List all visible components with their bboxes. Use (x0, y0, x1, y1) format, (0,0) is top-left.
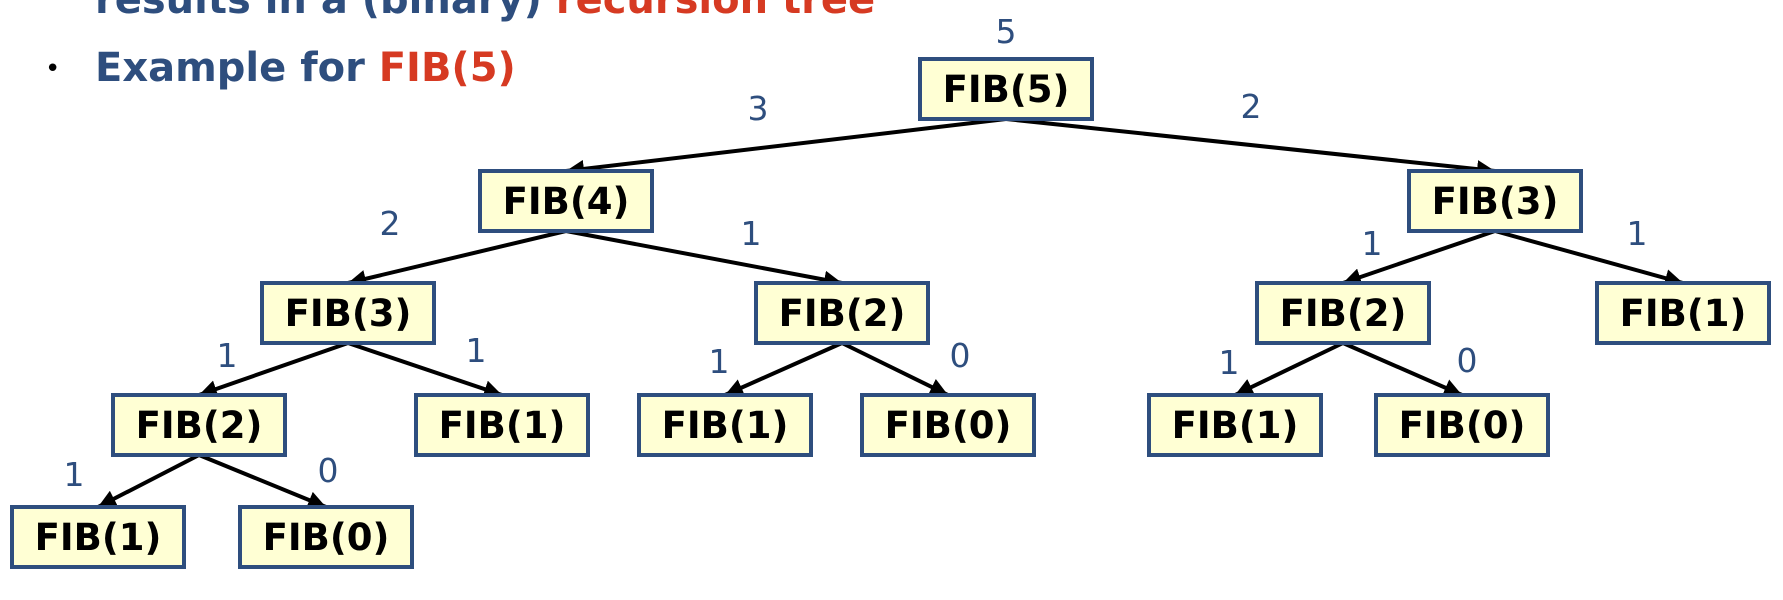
tree-node: FIB(1) (414, 393, 590, 457)
tree-node: FIB(0) (860, 393, 1036, 457)
edge-return-value: 0 (318, 451, 339, 490)
edge-return-value: 1 (1627, 214, 1648, 253)
node-box (1407, 169, 1583, 233)
edge-return-value: 1 (1362, 224, 1383, 263)
tree-node: FIB(1) (10, 505, 186, 569)
tree-node: FIB(2) (111, 393, 287, 457)
node-label: FIB(1) (662, 404, 789, 447)
example-text: Example for (95, 45, 379, 91)
node-label: FIB(0) (1399, 404, 1526, 447)
node-box (1255, 281, 1431, 345)
node-label: FIB(4) (503, 180, 630, 223)
node-label: FIB(1) (35, 516, 162, 559)
tree-edges: 3 2 2 1 1 1 1 1 1 0 1 0 1 0 (64, 87, 1684, 509)
tree-edge-arrow (1342, 341, 1463, 397)
tree-edge-arrow (97, 453, 200, 509)
tree-edge-arrow (347, 229, 567, 288)
tree-edge-arrow (565, 229, 843, 289)
tree-node: FIB(2) (1255, 281, 1431, 345)
node-box (860, 393, 1036, 457)
tree-edge-arrow (565, 117, 1007, 178)
edge-return-value: 1 (466, 331, 487, 370)
tree-node: FIB(3) (260, 281, 436, 345)
tree-edge-arrow (1234, 341, 1344, 397)
node-box (1374, 393, 1550, 457)
edge-return-value: 1 (1219, 343, 1240, 382)
edge-return-value: 1 (64, 455, 85, 494)
tree-edge-arrow (841, 341, 949, 397)
edge-return-value: 2 (1241, 87, 1262, 126)
node-box (260, 281, 436, 345)
node-box (637, 393, 813, 457)
edge-return-value: 0 (950, 336, 971, 375)
example-highlight: FIB(5) (378, 45, 516, 91)
tree-node: FIB(5) (918, 57, 1094, 121)
edge-return-value: 2 (380, 204, 401, 243)
tree-edge-arrow (1494, 229, 1684, 287)
edge-return-value: 1 (217, 336, 238, 375)
slide-heading-partial: results in a (binary) recursion tree (95, 0, 875, 23)
edge-return-value: 1 (741, 214, 762, 253)
node-box (918, 57, 1094, 121)
tree-edge-arrow (198, 341, 349, 398)
tree-edge-arrow (198, 453, 327, 509)
node-box (111, 393, 287, 457)
tree-node: FIB(1) (637, 393, 813, 457)
node-label: FIB(2) (1280, 292, 1407, 335)
node-label: FIB(2) (136, 404, 263, 447)
node-box (478, 169, 654, 233)
tree-edge-arrow (1005, 117, 1496, 179)
tree-node: FIB(0) (238, 505, 414, 569)
node-box (10, 505, 186, 569)
example-heading: Example for FIB(5) (95, 45, 516, 91)
edge-return-value: 1 (709, 342, 730, 381)
edge-return-value: 3 (748, 89, 769, 128)
node-box (754, 281, 930, 345)
bullet-point: • (45, 54, 61, 84)
node-label: FIB(2) (779, 292, 906, 335)
node-label: FIB(0) (263, 516, 390, 559)
tree-edge-arrow (1342, 229, 1496, 286)
tree-node: FIB(2) (754, 281, 930, 345)
tree-node: FIB(0) (1374, 393, 1550, 457)
node-label: FIB(3) (285, 292, 412, 335)
heading-text: results in a (binary) (95, 0, 556, 23)
tree-node: FIB(3) (1407, 169, 1583, 233)
node-box (1147, 393, 1323, 457)
node-label: FIB(0) (885, 404, 1012, 447)
node-label: FIB(1) (439, 404, 566, 447)
tree-node: FIB(1) (1147, 393, 1323, 457)
tree-node: FIB(1) (1595, 281, 1771, 345)
tree-edge-arrow (347, 341, 503, 398)
edge-return-value: 0 (1457, 341, 1478, 380)
node-label: FIB(1) (1620, 292, 1747, 335)
tree-nodes: FIB(5) FIB(4) FIB(3) FIB(3) FIB(2) FIB(2) FIB(… (10, 57, 1771, 569)
node-label: FIB(3) (1432, 180, 1559, 223)
tree-node: FIB(4) (478, 169, 654, 233)
node-box (414, 393, 590, 457)
tree-edge-arrow (724, 341, 843, 397)
node-label: FIB(1) (1172, 404, 1299, 447)
root-result-value: 5 (996, 12, 1017, 51)
node-label: FIB(5) (943, 68, 1070, 111)
node-box (238, 505, 414, 569)
node-box (1595, 281, 1771, 345)
heading-highlight: recursion tree (555, 0, 876, 23)
